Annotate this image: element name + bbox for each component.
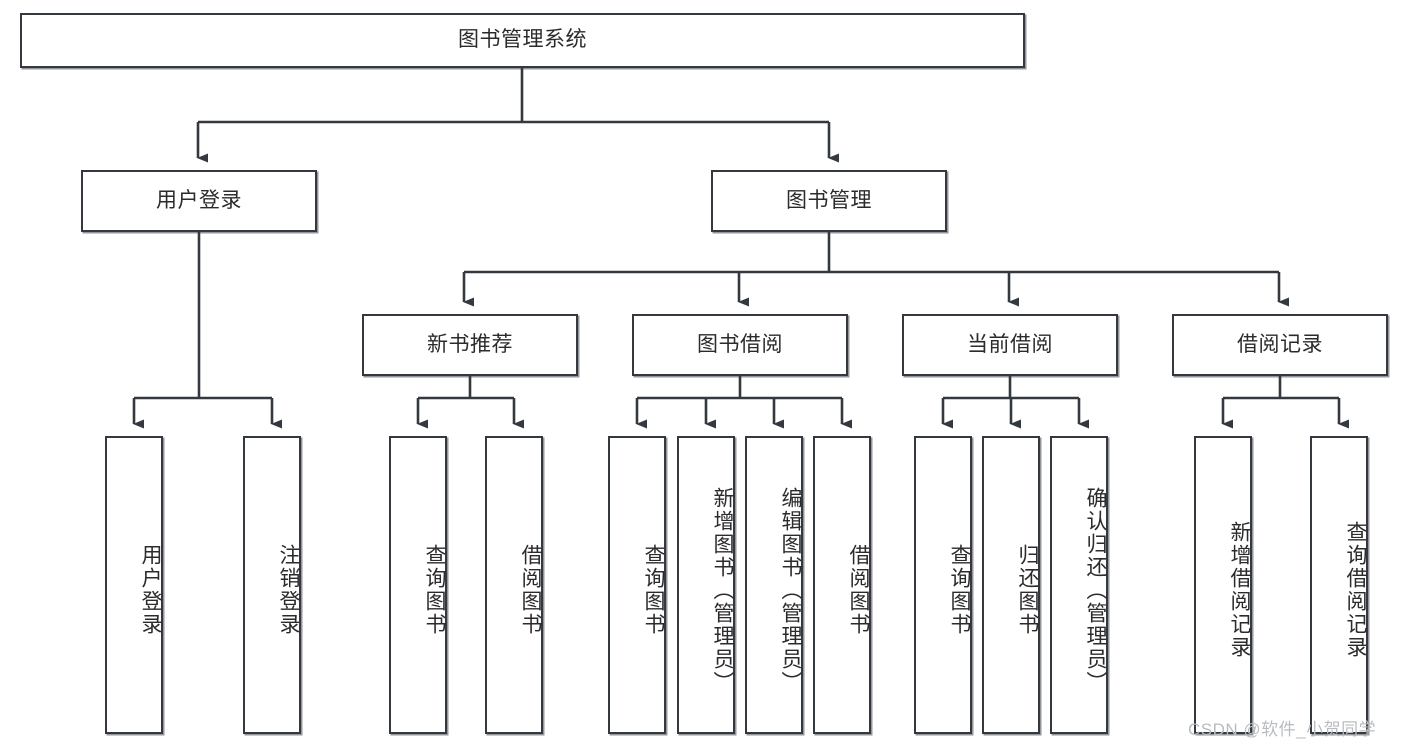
node-root-label: 图书管理系统 xyxy=(458,28,587,52)
node-function-10-label: 归还图书 xyxy=(1016,544,1039,636)
node-submodule-1-label: 新书推荐 xyxy=(427,332,513,356)
node-function-3[interactable]: 查询图书 xyxy=(389,436,447,734)
node-function-8-label: 借阅图书 xyxy=(847,544,870,636)
node-function-10[interactable]: 归还图书 xyxy=(982,436,1040,734)
node-function-1-label: 用户登录 xyxy=(139,544,162,636)
node-function-12[interactable]: 新增借阅记录 xyxy=(1194,436,1252,734)
node-function-7[interactable]: 编辑图书（管理员） xyxy=(745,436,803,734)
node-function-13[interactable]: 查询借阅记录 xyxy=(1310,436,1368,734)
node-function-2-label: 注销登录 xyxy=(277,544,300,636)
node-function-9[interactable]: 查询图书 xyxy=(914,436,972,734)
node-module-2[interactable]: 图书管理 xyxy=(711,170,947,232)
node-submodule-1[interactable]: 新书推荐 xyxy=(362,314,578,376)
node-function-6-label: 新增图书（管理员） xyxy=(711,486,734,694)
node-function-4[interactable]: 借阅图书 xyxy=(485,436,543,734)
node-function-11-label: 确认归还（管理员） xyxy=(1084,486,1107,694)
node-submodule-2[interactable]: 图书借阅 xyxy=(632,314,848,376)
node-submodule-3[interactable]: 当前借阅 xyxy=(902,314,1118,376)
node-function-13-label: 查询借阅记录 xyxy=(1344,521,1367,659)
node-function-1[interactable]: 用户登录 xyxy=(105,436,163,734)
node-submodule-4[interactable]: 借阅记录 xyxy=(1172,314,1388,376)
node-function-7-label: 编辑图书（管理员） xyxy=(779,486,802,694)
node-function-8[interactable]: 借阅图书 xyxy=(813,436,871,734)
node-submodule-4-label: 借阅记录 xyxy=(1237,332,1323,356)
node-submodule-3-label: 当前借阅 xyxy=(967,332,1053,356)
node-function-9-label: 查询图书 xyxy=(948,544,971,636)
node-module-1-label: 用户登录 xyxy=(156,188,242,212)
node-function-4-label: 借阅图书 xyxy=(519,544,542,636)
node-module-2-label: 图书管理 xyxy=(786,188,872,212)
node-function-11[interactable]: 确认归还（管理员） xyxy=(1050,436,1108,734)
node-module-1[interactable]: 用户登录 xyxy=(81,170,317,232)
node-function-2[interactable]: 注销登录 xyxy=(243,436,301,734)
node-submodule-2-label: 图书借阅 xyxy=(697,332,783,356)
node-function-12-label: 新增借阅记录 xyxy=(1228,521,1251,659)
node-function-3-label: 查询图书 xyxy=(423,544,446,636)
node-root-system[interactable]: 图书管理系统 xyxy=(20,13,1025,68)
node-function-6[interactable]: 新增图书（管理员） xyxy=(677,436,735,734)
node-function-5-label: 查询图书 xyxy=(642,544,665,636)
node-function-5[interactable]: 查询图书 xyxy=(608,436,666,734)
csdn-watermark: CSDN @软件_小贺同学 xyxy=(1188,720,1377,739)
